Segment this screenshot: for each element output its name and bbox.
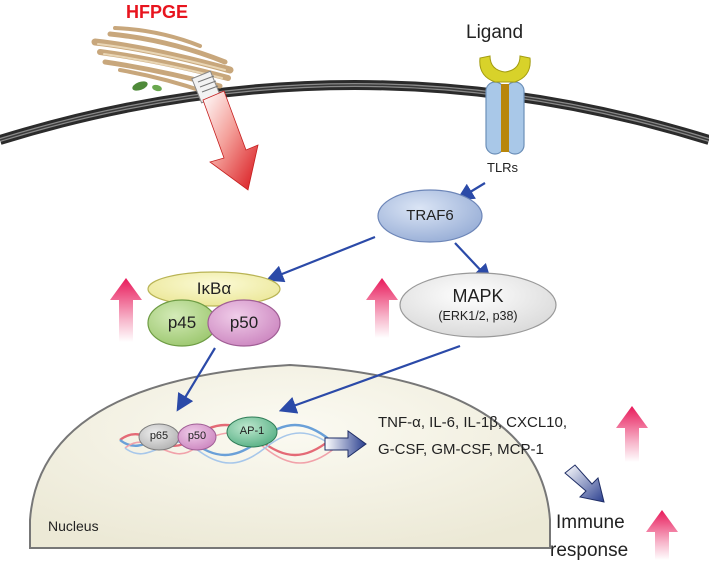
ap1-node xyxy=(226,416,278,448)
up-arrow-cytokines xyxy=(616,406,648,462)
arrow-tlr-to-traf6 xyxy=(456,182,486,201)
mapk-sub-label: (ERK1/2, p38) xyxy=(438,309,518,323)
nucleus xyxy=(29,363,551,549)
hfpge-label: HFPGE xyxy=(126,2,189,22)
cytokines-line-2: G-CSF, GM-CSF, MCP-1 xyxy=(378,441,544,458)
nuclear-p50-label: p50 xyxy=(187,430,207,442)
nuclear-p65-label: p65 xyxy=(149,430,169,442)
ap1-label: AP-1 xyxy=(239,425,265,437)
hfpge-uptake-arrow xyxy=(191,70,259,191)
ikba-label: IκBα xyxy=(196,279,232,298)
gene-expression-arrow xyxy=(324,430,367,458)
p50-label: p50 xyxy=(229,313,259,332)
immune-label-line-1: Immune xyxy=(556,512,625,533)
p45-label: p45 xyxy=(167,313,197,332)
immune-label-line-2: response xyxy=(550,540,629,561)
mapk-node xyxy=(399,272,557,338)
mapk-label: MAPK xyxy=(452,286,504,306)
p50-node xyxy=(207,299,281,347)
nuclear-p50-node xyxy=(177,423,217,451)
cytokines-line-1: TNF-α, IL-6, IL-1β, CXCL10, xyxy=(378,414,568,431)
ligand-label: Ligand xyxy=(466,22,524,43)
signal-arrows xyxy=(176,182,492,414)
hfpge-root-illustration xyxy=(91,26,234,94)
traf6-node xyxy=(377,189,483,243)
ikba-node xyxy=(147,271,281,307)
arrow-mapk-to-ap1 xyxy=(278,344,461,414)
up-arrow-immune xyxy=(646,510,678,560)
traf6-label: TRAF6 xyxy=(406,207,454,224)
up-arrow-mapk xyxy=(366,278,398,338)
tlrs-label: TLRs xyxy=(487,160,519,175)
arrow-traf6-to-mapk xyxy=(454,242,492,282)
arrow-traf6-to-ikba xyxy=(265,235,376,283)
up-arrow-nfkb xyxy=(110,278,142,342)
arrow-nfkb-to-nucleus xyxy=(176,347,216,412)
cell-membrane xyxy=(0,80,709,145)
tlr-receptor xyxy=(479,55,531,155)
nucleus-label: Nucleus xyxy=(48,518,99,534)
immune-response-arrow xyxy=(564,464,605,503)
